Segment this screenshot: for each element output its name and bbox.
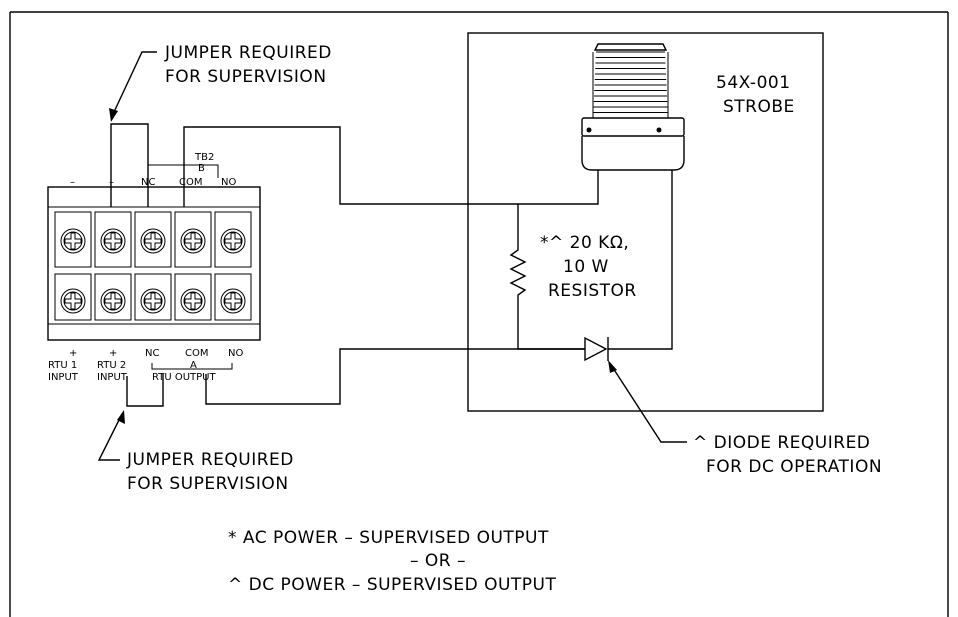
top-label-nc: NC (141, 177, 155, 188)
a-label: A (190, 360, 197, 371)
drawing-frame (9, 11, 949, 617)
terminal-cell-top (94, 211, 132, 268)
screw-icon (140, 288, 166, 314)
tb2-label: TB2 (194, 152, 214, 163)
diode-label-line1: ^ DIODE REQUIRED (693, 433, 870, 453)
terminal-cell-top (174, 211, 212, 268)
terminal-block (47, 186, 261, 341)
screw-icon (180, 228, 206, 254)
screw-icon (60, 228, 86, 254)
bottom-com-label: COM (185, 348, 208, 359)
resistor-name-label: RESISTOR (548, 281, 637, 301)
rtu2-label: RTU 2 (97, 360, 126, 371)
terminal-cell-bottom (54, 273, 92, 321)
wire-diode-to-com-a (205, 348, 585, 405)
diode-label-line2: FOR DC OPERATION (706, 457, 882, 477)
resistor-icon (509, 204, 527, 349)
jumper-top-leader (109, 51, 157, 122)
terminal-cell-bottom (94, 273, 132, 321)
legend-ac-power: * AC POWER – SUPERVISED OUTPUT (228, 528, 549, 548)
legend-dc-power: ^ DC POWER – SUPERVISED OUTPUT (228, 575, 556, 595)
terminal-cell-top (54, 211, 92, 268)
wiring (110, 123, 673, 407)
screw-icon (220, 288, 246, 314)
rtu1-plus: + (69, 348, 77, 359)
jumper-bottom-label-line2: FOR SUPERVISION (127, 474, 289, 494)
top-label-no: NO (221, 177, 236, 188)
top-label-minus-1: – (70, 177, 75, 188)
legend-or: – OR – (410, 551, 466, 571)
screw-icon (220, 228, 246, 254)
rtu2-input-label: INPUT (97, 372, 128, 383)
screw-icon (100, 288, 126, 314)
terminal-cell-top (214, 211, 252, 268)
strobe-lamp-icon (581, 43, 685, 171)
strobe-type-label: STROBE (723, 97, 795, 117)
rtu2-plus: + (109, 348, 117, 359)
rtu1-input-label: INPUT (48, 372, 79, 383)
b-bracket (147, 164, 219, 178)
diode-leader (608, 360, 687, 443)
rtu-output-label: RTU OUTPUT (152, 372, 216, 383)
bottom-no-label: NO (228, 348, 243, 359)
screw-icon (140, 228, 166, 254)
wire-com-b-to-strobe (183, 126, 599, 207)
resistor-wattage-label: 10 W (563, 257, 609, 277)
screw-icon (60, 288, 86, 314)
diode-icon (584, 336, 609, 362)
rtu1-label: RTU 1 (48, 360, 77, 371)
top-label-minus-2: – (109, 177, 114, 188)
terminal-cell-bottom (134, 273, 172, 321)
strobe-model-label: 54X-001 (716, 73, 791, 93)
screw-icon (100, 228, 126, 254)
jumper-top-label-line2: FOR SUPERVISION (165, 67, 327, 87)
jumper-bottom-leader (97, 410, 125, 461)
strobe-enclosure (467, 32, 824, 412)
top-label-com: COM (179, 177, 202, 188)
jumper-wire-top (110, 123, 149, 207)
jumper-top-label-line1: JUMPER REQUIRED (164, 43, 332, 63)
screw-icon (180, 288, 206, 314)
terminal-cell-bottom (214, 273, 252, 321)
a-bracket (151, 363, 233, 370)
terminal-cell-bottom (174, 273, 212, 321)
bottom-nc-label: NC (145, 348, 159, 359)
jumper-bottom-label-line1: JUMPER REQUIRED (126, 450, 294, 470)
jumper-wire-bottom (126, 374, 164, 407)
b-label: B (198, 163, 205, 174)
terminal-cell-top (134, 211, 172, 268)
wire-strobe-to-diode (608, 170, 673, 350)
resistor-value-label: *^ 20 KΩ, (540, 233, 629, 253)
